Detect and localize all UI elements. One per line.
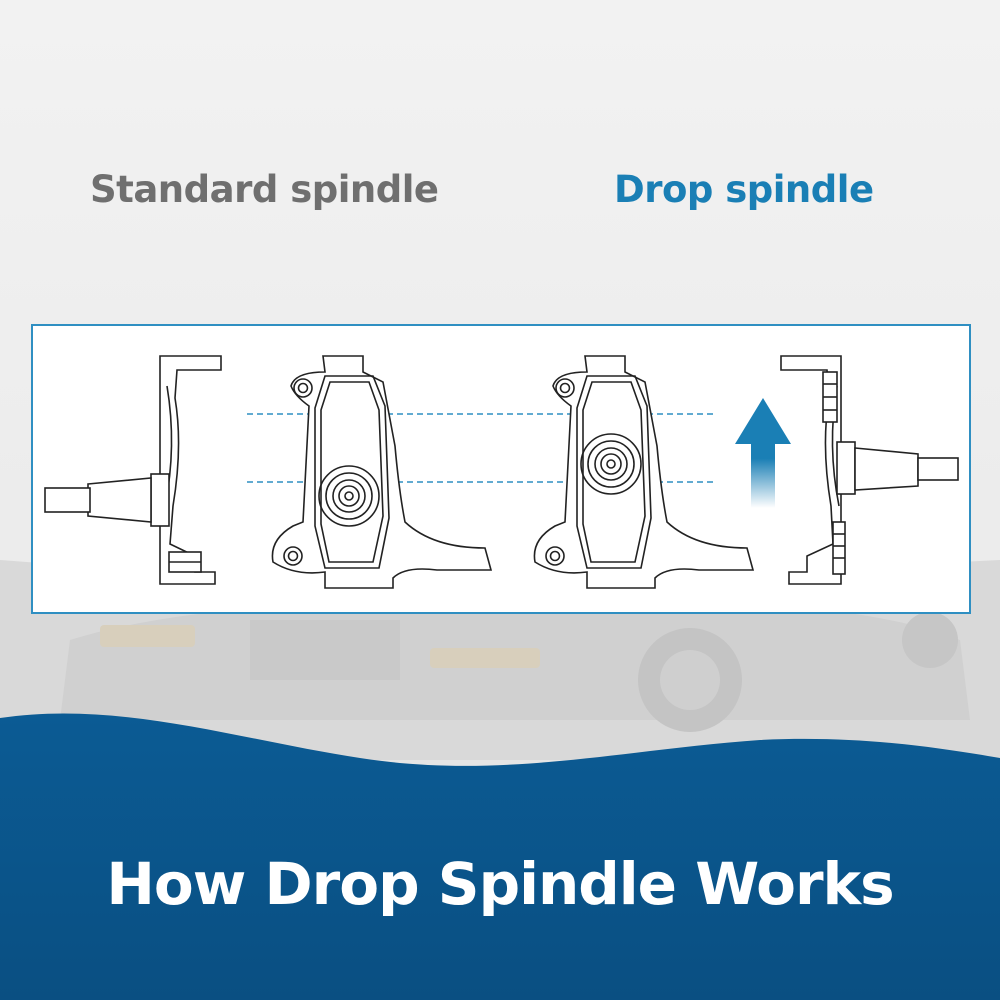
standard-spindle-front-view: [271, 355, 493, 589]
page-title: How Drop Spindle Works: [106, 850, 894, 918]
faded-car: [60, 600, 970, 732]
drop-spindle-front-view: [533, 355, 755, 589]
drop-spindle-label: Drop spindle: [614, 168, 874, 211]
standard-spindle-label: Standard spindle: [90, 168, 439, 211]
blue-wave: [0, 713, 1000, 1000]
drop-spindle-side-view: [780, 355, 959, 585]
standard-spindle-side-view: [44, 355, 222, 585]
arrow-up-icon: [735, 398, 791, 508]
spindle-comparison-panel: [31, 324, 971, 614]
spindle-diagram: [44, 355, 959, 589]
